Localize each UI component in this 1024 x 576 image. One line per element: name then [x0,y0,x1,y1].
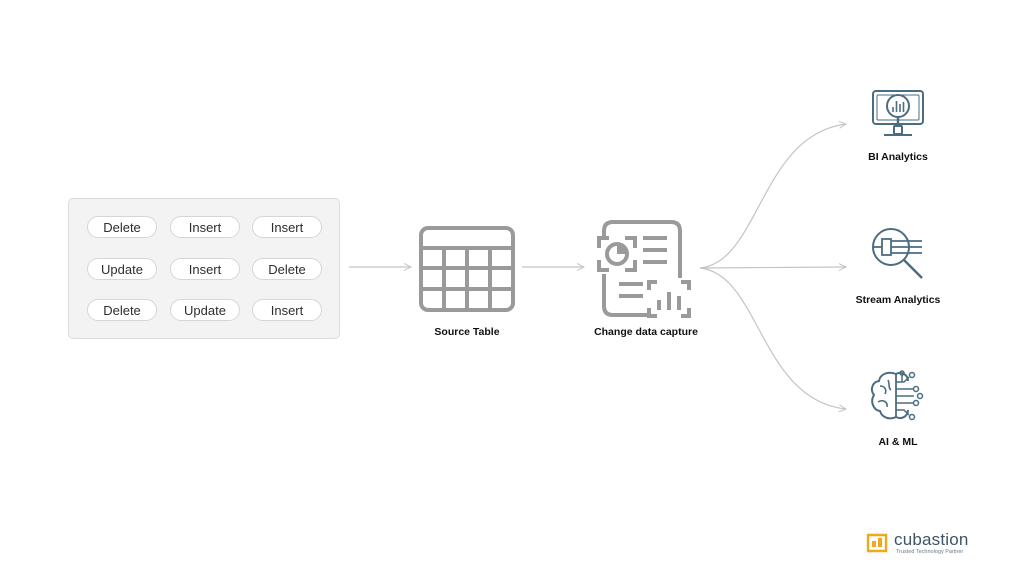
op-chip: Insert [170,258,240,280]
operations-panel: Delete Insert Insert Update Insert Delet… [68,198,340,339]
op-chip: Delete [87,216,157,238]
op-label: Insert [270,302,304,318]
op-label: Delete [103,302,141,318]
monitor-analytics-icon [872,90,924,136]
op-label: Delete [268,261,306,277]
brand-name: cubastion [894,530,969,549]
arrow-cdc-to-bi [699,124,846,269]
source-table-label: Source Table [434,326,500,338]
brand-tagline: Trusted Technology Partner [896,549,964,555]
bi-analytics-label: BI Analytics [868,151,928,163]
op-chip: Insert [170,216,240,238]
op-chip: Insert [252,216,322,238]
op-label: Insert [188,261,222,277]
op-chip: Update [87,258,157,280]
op-chip: Delete [87,299,157,321]
op-label: Insert [188,219,222,235]
report-chart-icon [597,220,691,318]
cubastion-logo-icon [866,533,888,553]
op-label: Update [101,261,143,277]
cdc-label: Change data capture [594,326,698,338]
arrow-cdc-to-ai [699,267,846,409]
table-icon [419,226,515,312]
stream-analytics-label: Stream Analytics [855,294,941,306]
ai-ml-label: AI & ML [878,436,918,448]
ai-brain-icon [870,370,924,421]
stream-search-icon [872,228,923,279]
op-chip: Insert [252,299,322,321]
op-chip: Delete [252,258,322,280]
op-label: Update [184,302,226,318]
arrow-cdc-to-stream [699,267,846,268]
op-chip: Update [170,299,240,321]
op-label: Delete [103,219,141,235]
op-label: Insert [270,219,304,235]
